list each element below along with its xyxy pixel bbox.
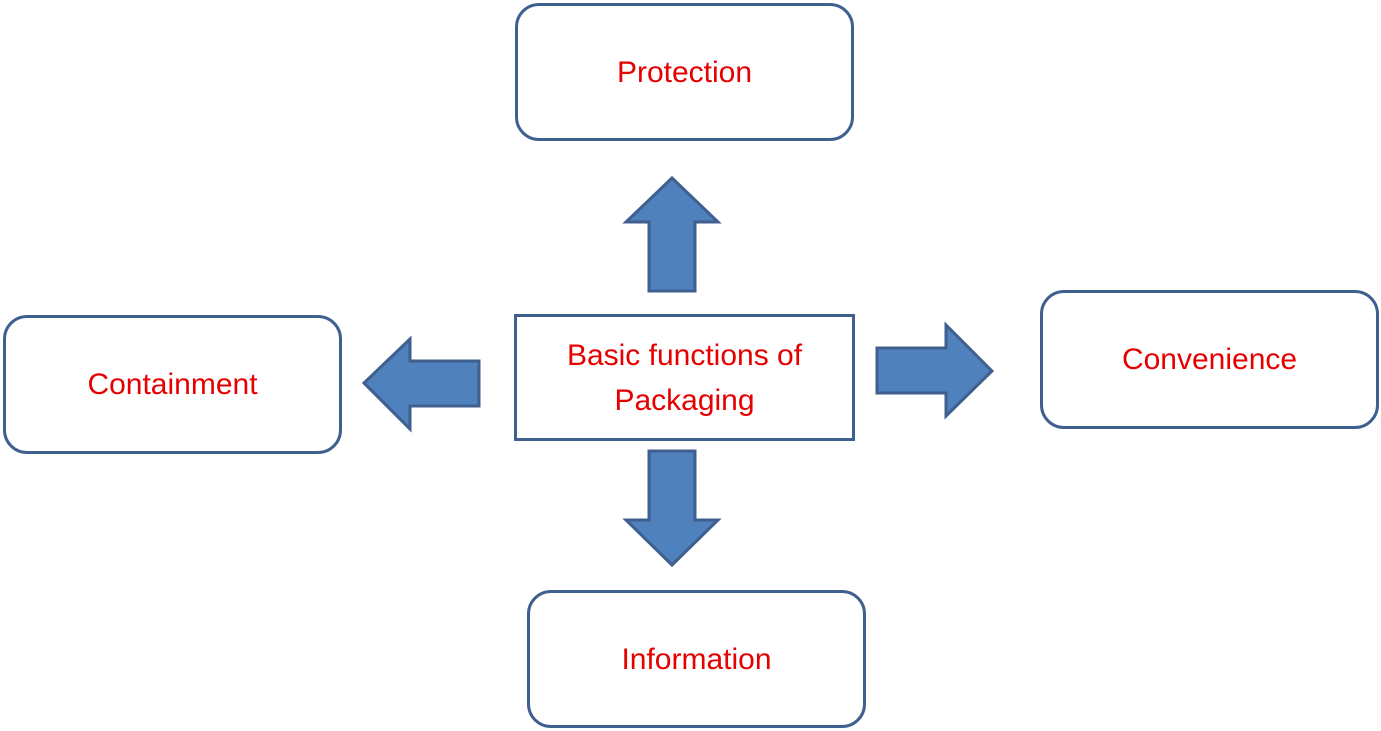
containment-label: Containment — [87, 368, 258, 401]
basic-functions-title: Basic functions of Packaging — [567, 333, 802, 423]
information-box: Information — [527, 590, 866, 728]
basic-functions-box: Basic functions of Packaging — [514, 314, 855, 441]
convenience-label: Convenience — [1121, 343, 1298, 376]
basic-functions-line2: Packaging — [614, 383, 755, 417]
information-label: Information — [621, 642, 772, 676]
protection-box: Protection — [515, 3, 854, 141]
convenience-box: Convenience — [1040, 290, 1379, 429]
basic-functions-line1: Basic functions of — [566, 338, 803, 372]
protection-label: Protection — [616, 55, 753, 89]
containment-box: Containment — [3, 315, 342, 454]
